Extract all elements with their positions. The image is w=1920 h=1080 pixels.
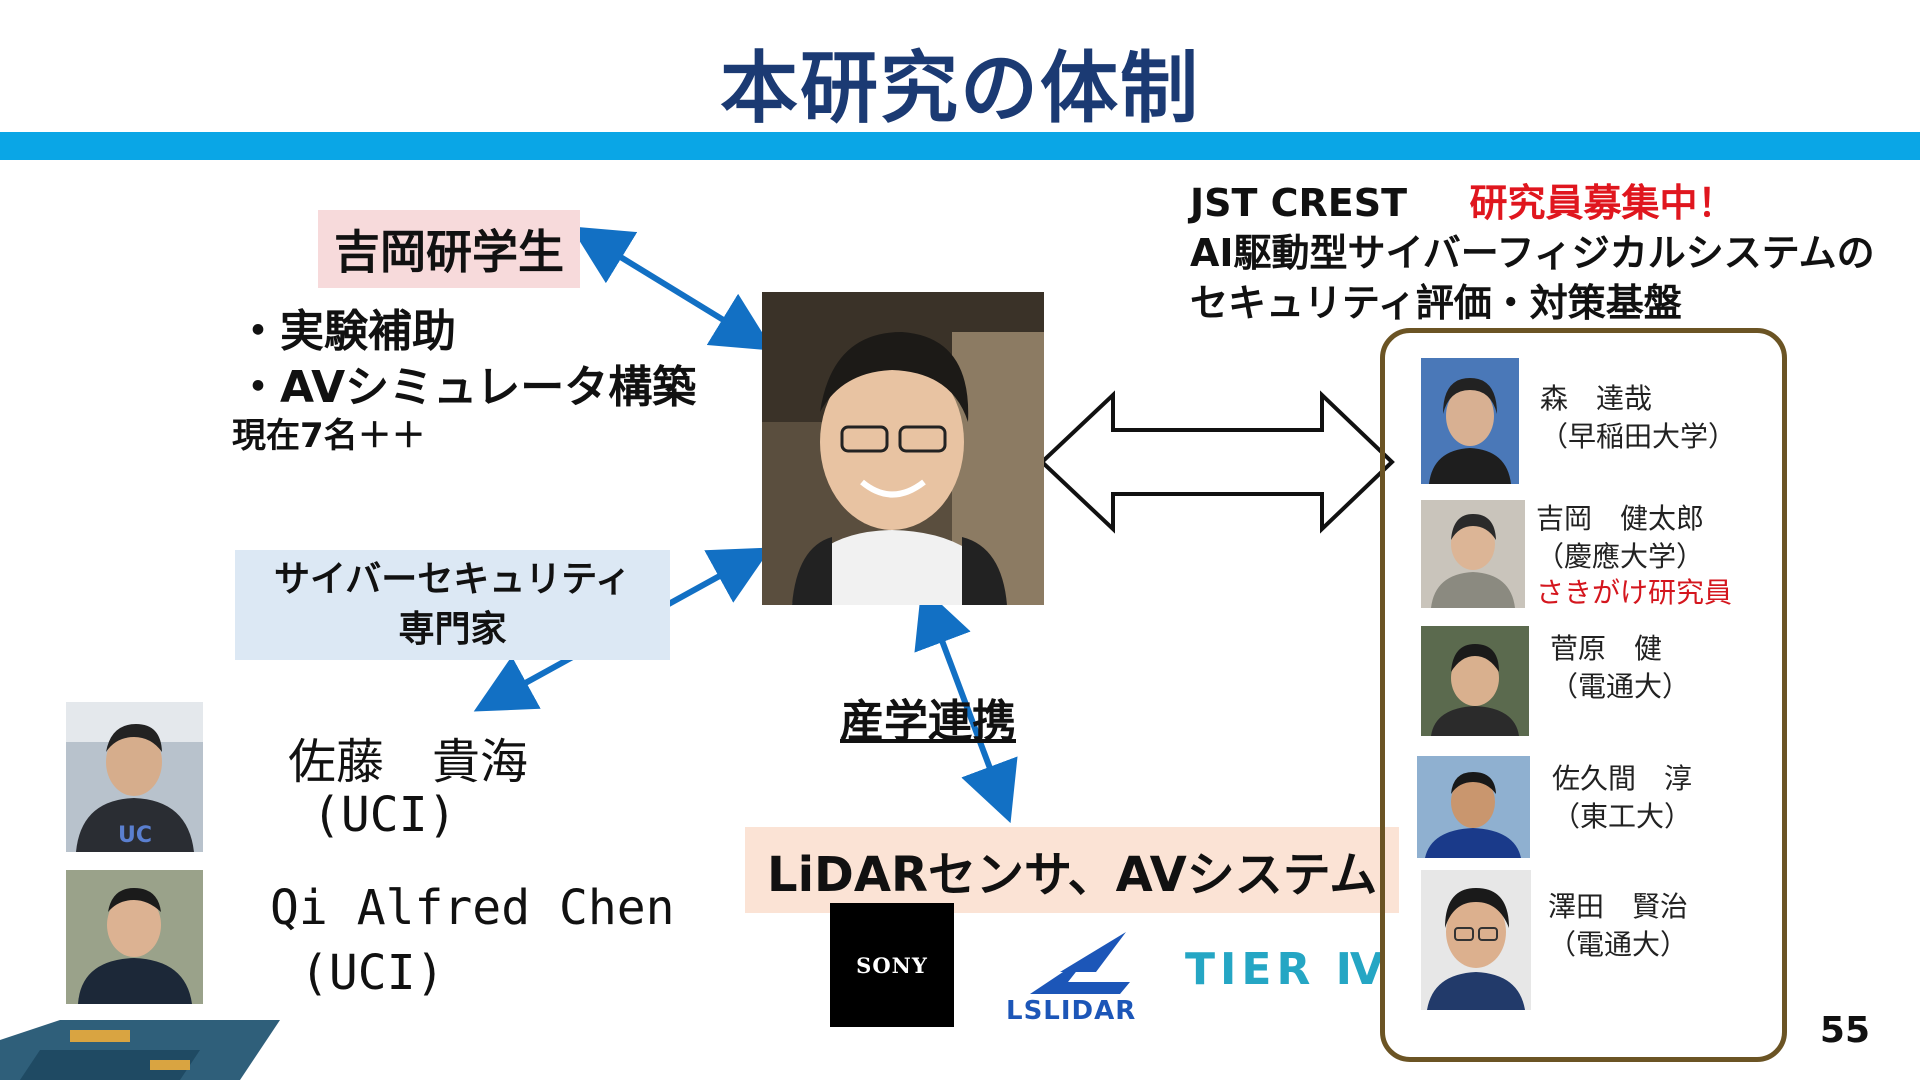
students-bullet-1: ・実験補助 <box>236 306 456 357</box>
title-divider-bar <box>0 132 1920 160</box>
expert-portrait-1: UC <box>66 702 203 852</box>
recruiting-notice: 研究員募集中！ <box>1469 181 1736 225</box>
students-bullet-2: ・AVシミュレータ構築 <box>236 362 697 413</box>
expert-2-name: Qi Alfred Chen <box>270 880 675 936</box>
cyber-experts-label-line2: 専門家 <box>398 609 507 650</box>
team-double-arrow <box>1039 390 1395 534</box>
students-label: 吉岡研学生 <box>318 210 580 288</box>
crest-line-2: AI駆動型サイバーフィジカルシステムの <box>1190 231 1875 275</box>
member-5-affil: （電通大） <box>1548 928 1689 961</box>
member-portrait-3 <box>1421 626 1529 736</box>
team-members-box <box>1380 328 1787 1062</box>
member-2-note: さきがけ研究員 <box>1536 576 1733 609</box>
member-2-affil: （慶應大学） <box>1536 540 1705 573</box>
expert-1-name: 佐藤 貴海 <box>288 734 529 790</box>
page-title: 本研究の体制 <box>719 44 1200 134</box>
industry-arrow <box>914 585 1018 824</box>
member-portrait-2 <box>1421 500 1525 608</box>
students-count: 現在7名＋＋ <box>232 416 426 456</box>
member-portrait-4 <box>1417 756 1530 858</box>
member-photo-5 <box>1421 870 1531 1010</box>
students-arrow <box>570 226 774 351</box>
expert-1-affil: (UCI) <box>312 787 457 843</box>
member-1-name: 森 達哉 <box>1540 382 1653 415</box>
member-photo-2 <box>1421 500 1525 608</box>
svg-text:UC: UC <box>118 823 152 848</box>
member-photo-3 <box>1421 626 1529 736</box>
crest-program: JST CREST <box>1190 181 1408 225</box>
circuit-decoration <box>0 1020 280 1080</box>
member-3-affil: （電通大） <box>1550 670 1691 703</box>
member-2-name: 吉岡 健太郎 <box>1536 502 1705 535</box>
lidar-av-label: LiDARセンサ、AVシステム <box>745 827 1400 913</box>
expert-photo-2 <box>66 870 203 1004</box>
member-portrait-1 <box>1421 358 1519 484</box>
crest-line-1: JST CREST 研究員募集中！ <box>1190 178 1875 228</box>
cyber-experts-label: サイバーセキュリティ 専門家 <box>235 550 670 660</box>
member-3-name: 菅原 健 <box>1550 632 1663 665</box>
member-photo-4 <box>1417 756 1530 858</box>
lslidar-logo-mark <box>1030 932 1130 994</box>
tier4-logo: TIER Ⅳ <box>1185 944 1389 995</box>
pi-photo <box>762 292 1044 605</box>
member-1-affil: （早稲田大学） <box>1540 420 1737 453</box>
lslidar-logo-text: LSLIDAR <box>1006 996 1137 1026</box>
expert-photo-1: UC <box>66 702 203 852</box>
expert-portrait-2 <box>66 870 203 1004</box>
member-portrait-5 <box>1421 870 1531 1010</box>
crest-project: JST CREST 研究員募集中！ AI駆動型サイバーフィジカルシステムの セキ… <box>1190 178 1875 328</box>
page-number: 55 <box>1819 1010 1870 1051</box>
expert-2-affil: (UCI) <box>300 945 445 1001</box>
cyber-experts-label-line1: サイバーセキュリティ <box>273 559 632 600</box>
sony-logo: SONY <box>830 903 954 1027</box>
industry-collab-label: 産学連携 <box>840 696 1016 747</box>
member-4-name: 佐久間 淳 <box>1552 762 1693 795</box>
pi-portrait-image <box>762 292 1044 605</box>
member-photo-1 <box>1421 358 1519 484</box>
member-4-affil: （東工大） <box>1552 800 1693 833</box>
member-5-name: 澤田 賢治 <box>1548 890 1689 923</box>
crest-line-3: セキュリティ評価・対策基盤 <box>1190 281 1682 325</box>
